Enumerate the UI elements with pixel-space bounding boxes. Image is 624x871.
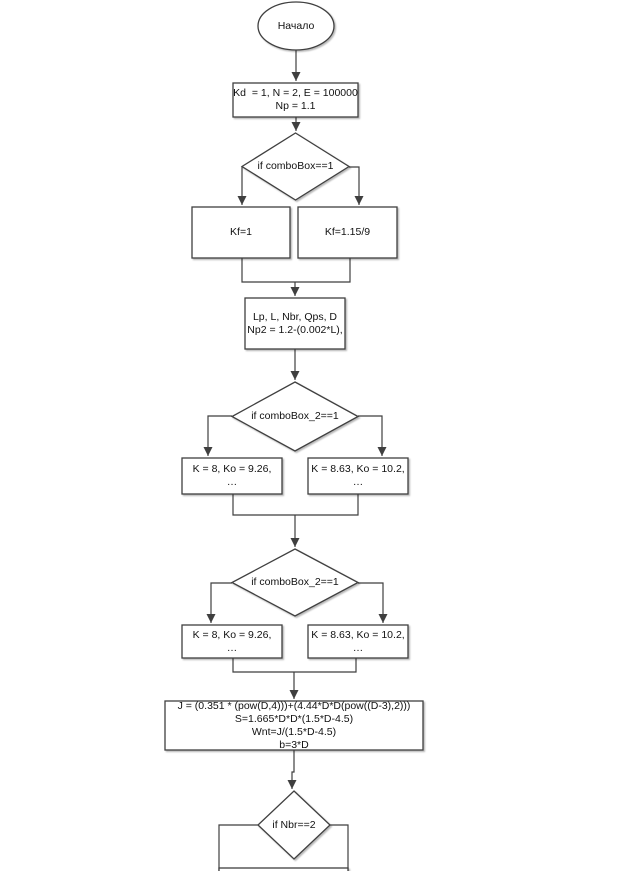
edge-k4-merge (294, 658, 357, 673)
formulas-box-shape (164, 700, 424, 751)
kf-equals-1-box-shape (191, 206, 291, 259)
k-values-left-box-a-shape (181, 457, 283, 495)
edge-kf1-merge (241, 258, 295, 283)
k-values-right-box-b-shape (307, 624, 409, 659)
k-values-left-box-b-shape (181, 624, 283, 659)
init-values-box-shape (232, 82, 359, 118)
nodes-layer (164, 1, 424, 871)
decision-combobox-1-shape (240, 132, 351, 201)
edges-layer (203, 49, 388, 871)
edge-d4-left-branch (218, 824, 258, 871)
edge-k2-merge (295, 494, 359, 516)
start-terminator-shape (257, 1, 335, 51)
bottom-clipped-box-shape (218, 867, 349, 871)
decision-combobox-2-b-shape (230, 548, 360, 617)
edge-kf2-merge (295, 258, 351, 283)
edge-k1-merge (232, 494, 295, 516)
edge-d4-right-branch (330, 824, 349, 871)
inputs-np2-box-shape (244, 297, 346, 350)
kf-equals-fraction-box-shape (297, 206, 398, 259)
edge-d2-to-k1 (203, 415, 232, 456)
edge-d3-to-k4 (358, 582, 388, 623)
decision-nbr-shape (257, 790, 331, 860)
edge-d2-to-k2 (358, 415, 387, 456)
edge-d1-to-kf2 (349, 166, 364, 205)
edge-formula-to-d4 (287, 750, 297, 789)
k-values-right-box-a-shape (307, 457, 409, 495)
edge-d3-to-k3 (206, 582, 232, 623)
edge-k3-merge (232, 658, 294, 673)
decision-combobox-2-a-shape (230, 381, 360, 452)
